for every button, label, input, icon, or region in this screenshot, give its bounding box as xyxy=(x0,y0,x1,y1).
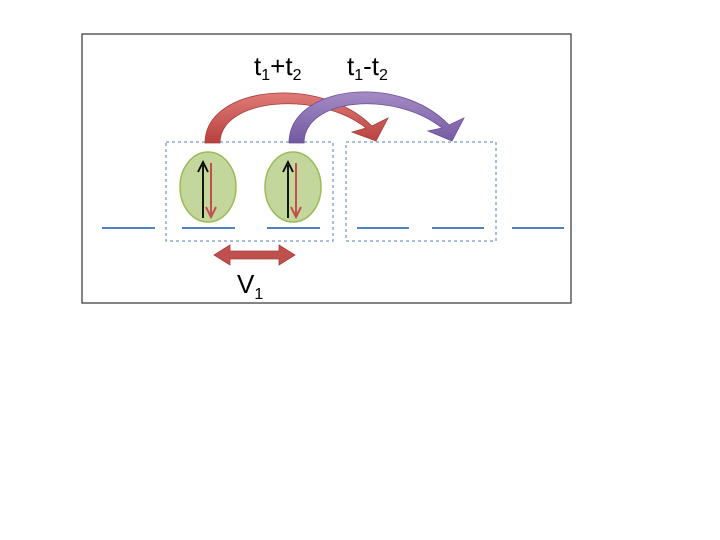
hop-label-minus: t1-t2 xyxy=(347,51,388,84)
double-arrow-icon xyxy=(213,244,296,266)
diagram-frame xyxy=(81,33,572,304)
orbital-1 xyxy=(179,151,237,223)
orbital-2 xyxy=(264,151,322,223)
arrow-down-icon xyxy=(290,163,302,220)
arrow-up-icon xyxy=(282,159,294,218)
arrow-up-icon xyxy=(197,159,209,218)
arrow-down-icon xyxy=(205,163,217,220)
hop-label-plus: t1+t2 xyxy=(254,51,302,84)
interaction-label: V1 xyxy=(237,269,263,303)
occupied-site-box xyxy=(165,141,334,242)
hop-arrow-minus xyxy=(288,91,465,144)
empty-site-box xyxy=(345,141,497,242)
hop-arrow-plus xyxy=(204,92,389,144)
